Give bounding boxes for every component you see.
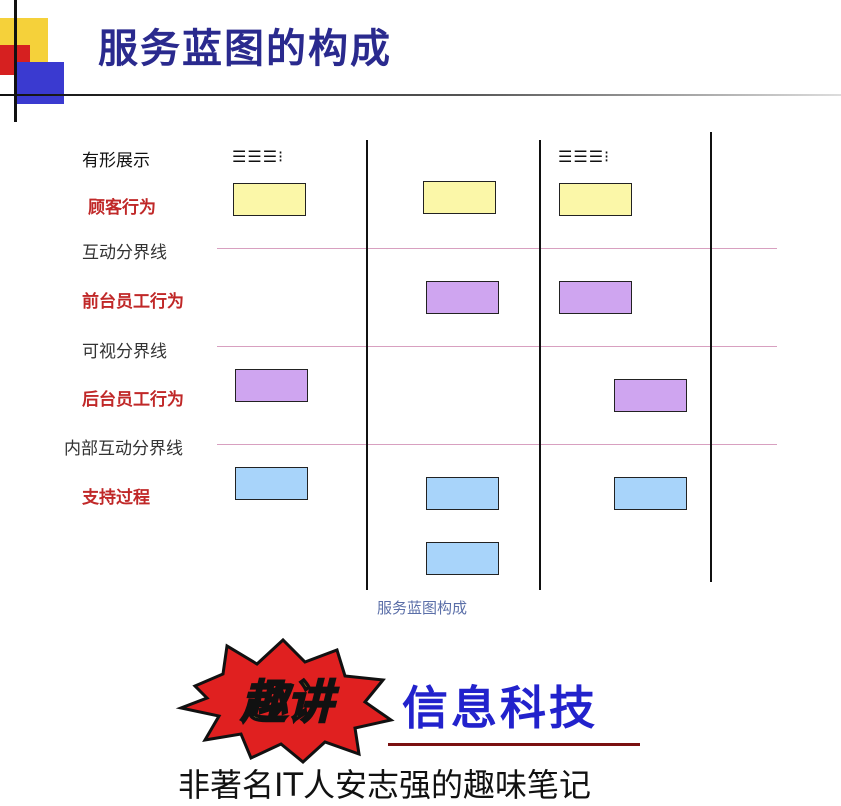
support-process-box — [614, 477, 687, 510]
internal-interaction-line — [217, 444, 777, 445]
label-backstage-actions: 后台员工行为 — [82, 390, 184, 410]
interaction-line — [217, 248, 777, 249]
diagram-caption: 服务蓝图构成 — [377, 599, 468, 617]
header-deco-blue-square — [14, 62, 64, 104]
tangible-evidence-mark-1: ☰☰☰⁝ — [232, 147, 285, 166]
column-divider-3 — [710, 132, 712, 582]
brand-name: 信息科技 — [402, 681, 598, 735]
onstage-action-box — [426, 281, 499, 314]
header-divider — [0, 94, 841, 96]
label-visibility-line: 可视分界线 — [82, 342, 167, 362]
label-tangible-evidence: 有形展示 — [82, 151, 150, 171]
column-divider-2 — [539, 140, 541, 590]
brand-tagline: 非著名IT人安志强的趣味笔记 — [178, 766, 591, 804]
customer-action-box — [559, 183, 632, 216]
brand-logo-badge: 趣讲 — [175, 636, 405, 766]
page-title: 服务蓝图的构成 — [98, 25, 392, 72]
visibility-line — [217, 346, 777, 347]
backstage-action-box — [235, 369, 308, 402]
label-customer-actions: 顾客行为 — [88, 198, 156, 218]
support-process-box — [426, 542, 499, 575]
column-divider-1 — [366, 140, 368, 590]
backstage-action-box — [614, 379, 687, 412]
tangible-evidence-mark-2: ☰☰☰⁝ — [558, 147, 611, 166]
label-interaction-line: 互动分界线 — [82, 243, 167, 263]
support-process-box — [235, 467, 308, 500]
support-process-box — [426, 477, 499, 510]
brand-underline — [388, 743, 640, 746]
label-internal-interaction-line: 内部互动分界线 — [64, 439, 183, 459]
label-onstage-actions: 前台员工行为 — [82, 292, 184, 312]
onstage-action-box — [559, 281, 632, 314]
customer-action-box — [233, 183, 306, 216]
label-support-processes: 支持过程 — [82, 488, 150, 508]
badge-text: 趣讲 — [240, 675, 339, 729]
customer-action-box — [423, 181, 496, 214]
burst-badge-icon: 趣讲 — [175, 637, 395, 764]
header-deco-vertical-line — [14, 0, 17, 122]
